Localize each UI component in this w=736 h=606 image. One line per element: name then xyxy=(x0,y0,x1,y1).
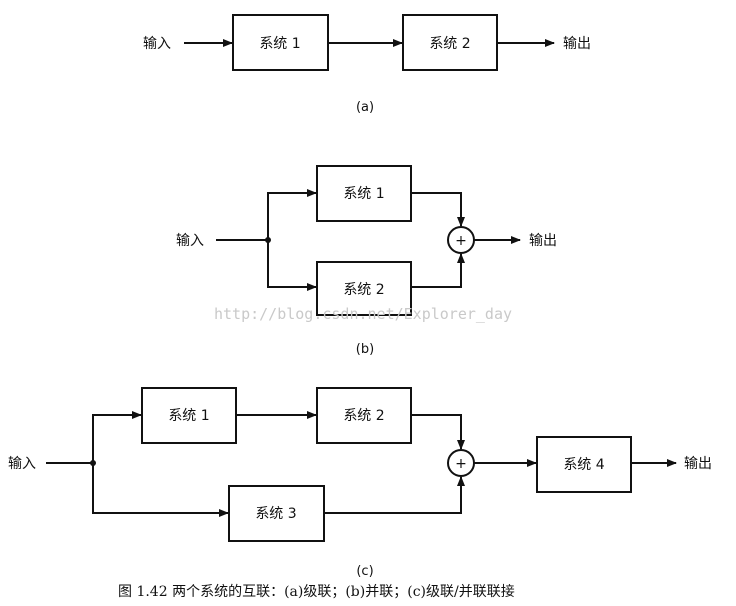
arrow-system2-to-sum-b xyxy=(411,253,465,288)
diagram-a: 输入 系统 1 系统 2 输出 (a) xyxy=(143,14,591,115)
diagram-c: 输入 系统 1 系统 2 系统 3 + 系统 4 输出 (c) xyxy=(8,387,712,579)
system1-label-a: 系统 1 xyxy=(259,36,300,52)
system1-box-c xyxy=(141,387,237,444)
caption-a: (a) xyxy=(356,100,374,115)
input-label-a: 输入 xyxy=(143,36,171,52)
arrow-system1-to-sum-b xyxy=(411,192,465,227)
system1-label-c: 系统 1 xyxy=(168,408,209,424)
arrow-to-system1-b xyxy=(267,189,317,240)
input-label-c: 输入 xyxy=(8,456,36,472)
arrow-system2-to-sum-c xyxy=(411,414,465,450)
arrow-to-system2-b xyxy=(267,240,317,291)
arrow-system3-to-sum-c xyxy=(324,476,465,514)
output-label-b: 输出 xyxy=(529,233,557,249)
system2-box-c xyxy=(316,387,412,444)
system3-label-c: 系统 3 xyxy=(255,506,296,522)
system1-box-b xyxy=(316,165,412,222)
output-label-a: 输出 xyxy=(563,36,591,52)
arrow-to-system3-c xyxy=(92,463,229,517)
watermark-url: http://blog.csdn.net/Explorer_day xyxy=(214,305,512,323)
figure-caption: 图 1.42 两个系统的互联：(a)级联；(b)并联；(c)级联/并联联接 xyxy=(118,583,515,600)
system1-label-b: 系统 1 xyxy=(343,186,384,202)
arrow-to-system1-c xyxy=(92,411,142,463)
system4-box-c xyxy=(536,436,632,493)
system2-label-a: 系统 2 xyxy=(429,36,470,52)
system4-label-c: 系统 4 xyxy=(563,457,604,473)
system2-box-b xyxy=(316,261,412,316)
output-label-c: 输出 xyxy=(684,456,712,472)
system2-label-b: 系统 2 xyxy=(343,282,384,298)
caption-b: (b) xyxy=(356,342,374,357)
sum-sign-b: + xyxy=(455,233,467,249)
system2-label-c: 系统 2 xyxy=(343,408,384,424)
sum-sign-c: + xyxy=(455,456,467,472)
diagram-b: 输入 系统 1 系统 2 + 输出 (b) xyxy=(176,165,557,357)
caption-c: (c) xyxy=(356,564,373,579)
input-label-b: 输入 xyxy=(176,233,204,249)
